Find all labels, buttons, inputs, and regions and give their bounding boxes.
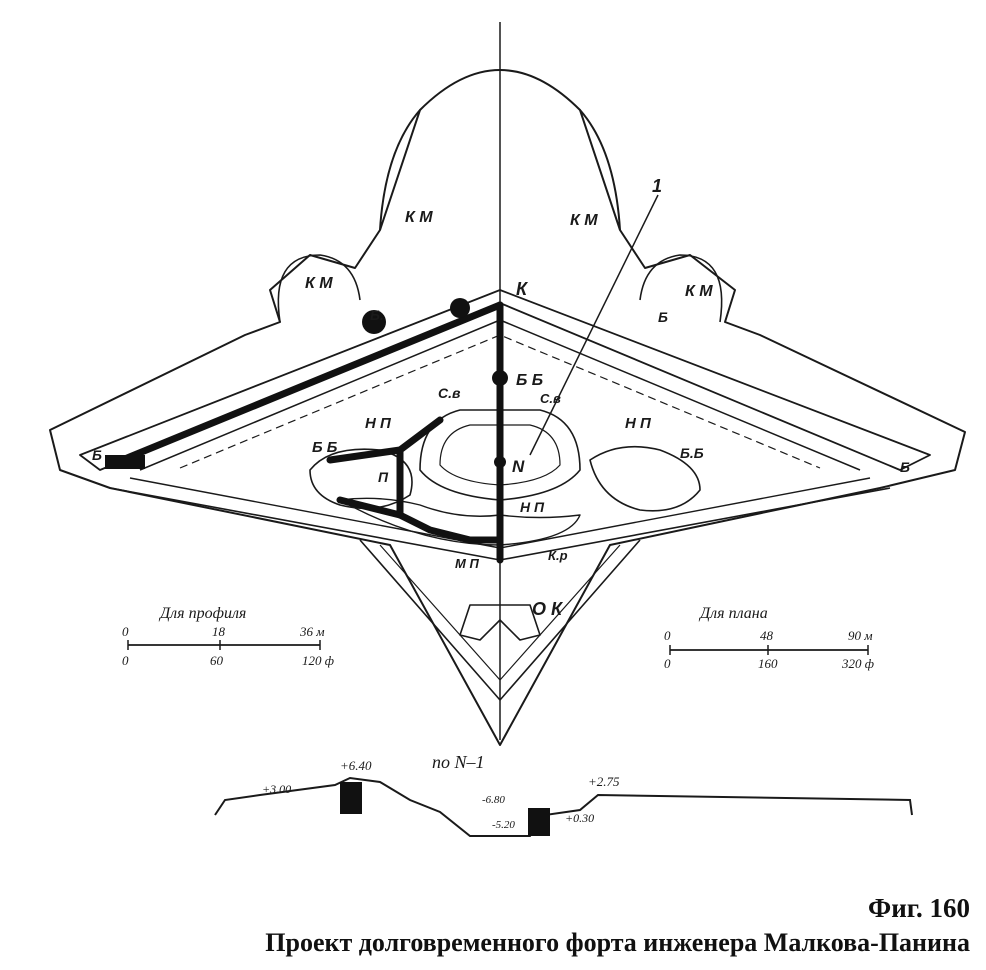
scale-profile-top-2: 36 м: [299, 624, 325, 639]
scale-profile-title: Для профиля: [158, 605, 246, 622]
scale-plan-top-2: 90 м: [848, 628, 873, 643]
figure-number: Фиг. 160: [868, 893, 970, 923]
central-court-ring: [439, 424, 561, 486]
gallery-left: [106, 301, 504, 469]
label-ok: О К: [532, 599, 564, 619]
capital-lunette-right: [579, 109, 621, 231]
label-km-top-left: К М: [405, 209, 433, 226]
lunette-right: [639, 254, 723, 323]
leader-line-1: [529, 194, 659, 456]
label-b-left-end: Б: [92, 447, 102, 463]
gallery-np: [326, 416, 444, 464]
label-k: К: [516, 279, 529, 299]
label-km-top-right: К М: [570, 212, 598, 229]
label-kp: К.р: [548, 548, 568, 563]
scale-plan-bottom-2: 320 ф: [841, 656, 874, 671]
left-casemate: [309, 448, 413, 510]
profile-elev-right: +2.75: [588, 774, 620, 789]
label-bb-right: Б.Б: [680, 445, 704, 461]
profile-elev-ditch-top: -6.80: [482, 794, 505, 806]
label-np-right: Н П: [625, 415, 652, 432]
figure-title: Проект долговременного форта инженера Ма…: [265, 928, 970, 957]
scale-plan-bottom-1: 160: [758, 656, 778, 671]
scale-profile: Для профиля 0 18 36 м 0 60 120 ф: [122, 605, 334, 668]
profile-elev-right-low: +0.30: [565, 811, 594, 825]
label-np-center: Н П: [520, 499, 545, 515]
lunette-left: [277, 254, 361, 323]
scale-profile-bottom-2: 120 ф: [302, 653, 334, 668]
rampart-dashes: [179, 334, 821, 469]
label-p: П: [378, 469, 389, 485]
label-1: 1: [652, 176, 662, 196]
label-n: N: [512, 457, 525, 476]
glacis-outline: [49, 69, 966, 746]
left-lunette-block: [362, 310, 386, 334]
scale-profile-bottom-0: 0: [122, 653, 129, 668]
label-mp: М П: [455, 556, 479, 571]
center-node: [492, 370, 508, 386]
profile-section: по N–1 +3.00 +6.40 +2.75 -6.80 -5.20 +0.…: [214, 752, 913, 837]
scale-plan-top-1: 48: [760, 628, 774, 643]
label-bb-center: Б Б: [516, 372, 543, 389]
gallery-lower: [336, 496, 504, 544]
label-km-right: К М: [685, 283, 713, 300]
scale-plan: Для плана 0 48 90 м 0 160 320 ф: [664, 605, 874, 671]
profile-title: по N–1: [432, 752, 485, 772]
label-bb-left: Б Б: [312, 439, 338, 456]
profile-elev-peak: +6.40: [340, 758, 372, 773]
profile-elev-ditch-bottom: -5.20: [492, 819, 515, 831]
label-b-right-upper: Б: [658, 309, 668, 325]
center-node-2: [494, 456, 506, 468]
label-b-left-upper: Б.: [370, 307, 384, 323]
top-block: [450, 298, 470, 318]
right-casemate: [589, 445, 701, 512]
scale-plan-title: Для плана: [698, 605, 768, 622]
label-b-right-end: Б: [900, 459, 910, 475]
lower-casemate: [339, 497, 581, 546]
scale-profile-top-1: 18: [212, 624, 226, 639]
label-cv: С.в: [438, 385, 461, 401]
scale-profile-bottom-1: 60: [210, 653, 224, 668]
label-cv-2: С.в: [540, 391, 561, 406]
scale-plan-top-0: 0: [664, 628, 671, 643]
gorge-casemate: [459, 604, 541, 641]
profile-elev-left: +3.00: [262, 782, 291, 796]
label-km-left: К М: [305, 275, 333, 292]
scale-plan-bottom-0: 0: [664, 656, 671, 671]
scale-profile-top-0: 0: [122, 624, 129, 639]
label-np-left: Н П: [365, 415, 392, 432]
capital-lunette: [379, 109, 421, 231]
left-end-block: [105, 455, 145, 469]
